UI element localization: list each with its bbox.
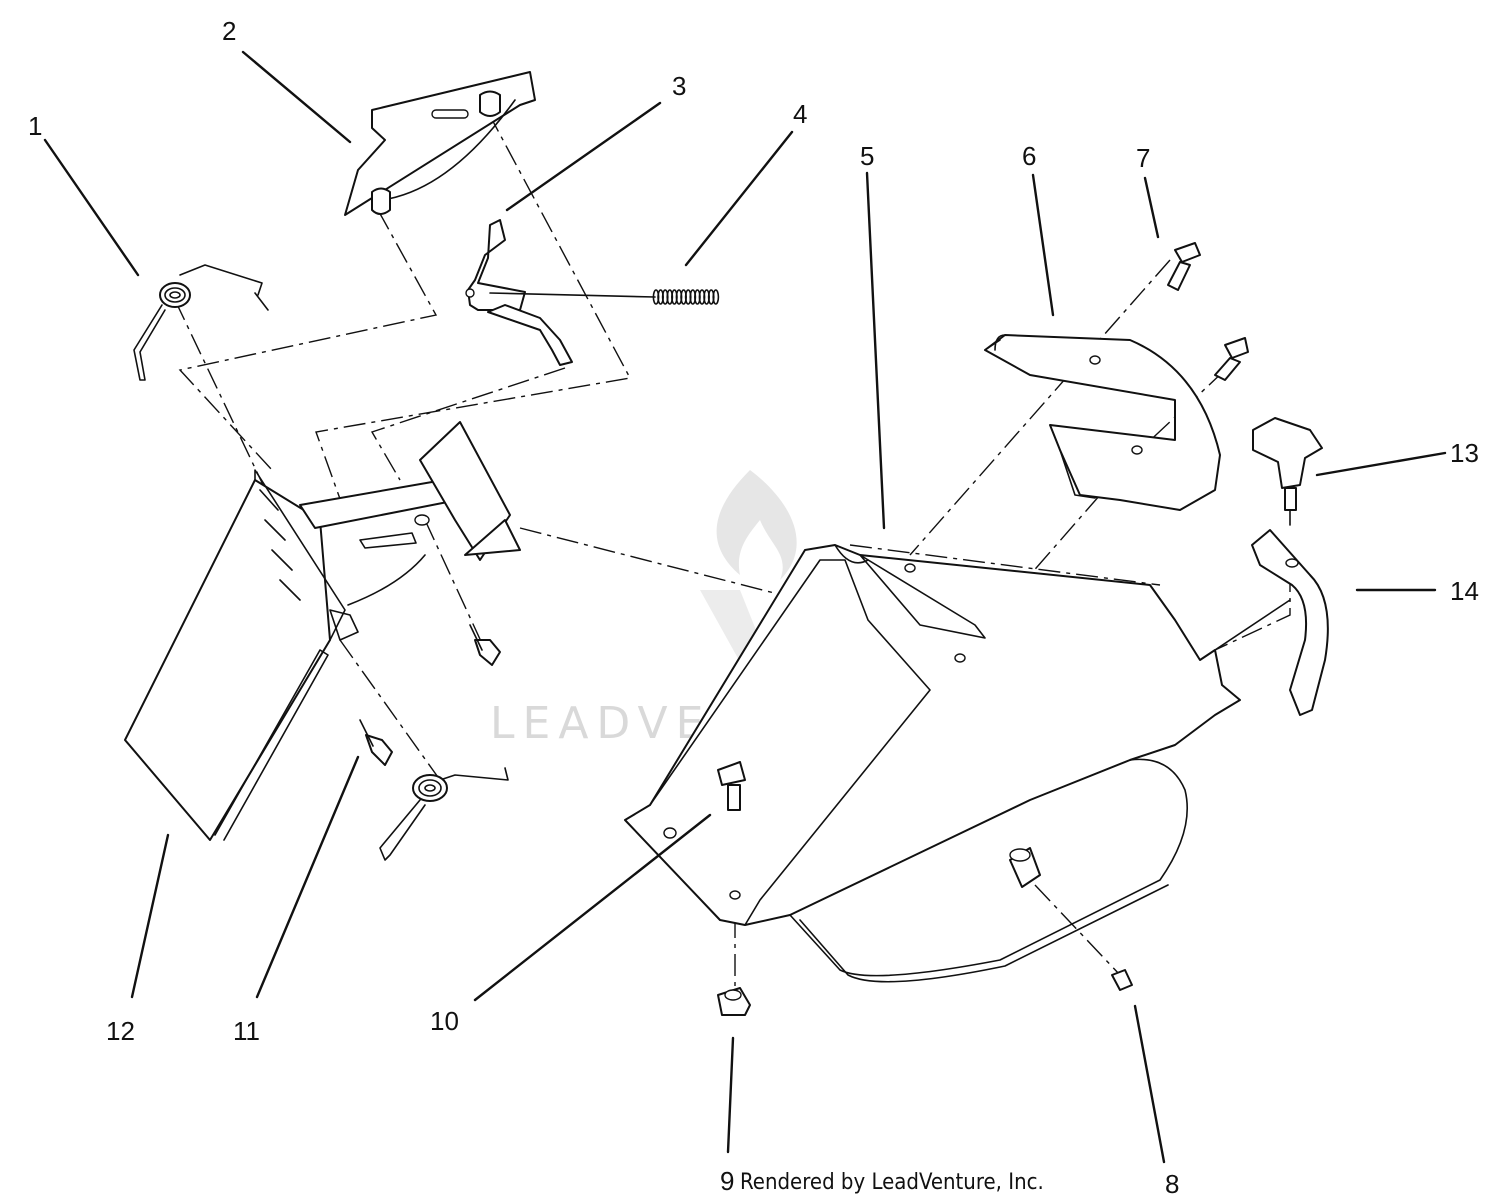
part-2-bracket-plate	[344, 71, 536, 216]
callout-4: 4	[793, 99, 807, 129]
credit-text: Rendered by LeadVenture, Inc.	[740, 1170, 1044, 1195]
callout-9: 9	[720, 1166, 734, 1196]
hinge-arm	[299, 421, 521, 606]
callout-14: 14	[1450, 576, 1479, 606]
callout-8: 8	[1165, 1169, 1179, 1199]
callout-11: 11	[233, 1016, 260, 1046]
part-13-knob	[1252, 417, 1323, 526]
part-1-torsion-spring	[133, 264, 269, 381]
callout-12: 12	[106, 1016, 135, 1046]
part-14-lever	[1251, 529, 1329, 716]
part-4-spring	[489, 289, 720, 305]
callout-10: 10	[430, 1006, 459, 1036]
callout-7: 7	[1136, 143, 1150, 173]
callout-labels: 1 2 3 4 5 6 7 8 9 10 11 12 13 14	[28, 16, 1479, 1199]
leader-lines	[43, 50, 1447, 1164]
flame-logo-icon	[716, 470, 797, 580]
part-9-nut	[717, 987, 751, 1016]
callout-2: 2	[222, 16, 236, 46]
part-10-bolt	[717, 761, 746, 811]
part-1-torsion-spring-lower	[379, 767, 509, 861]
callout-5: 5	[860, 141, 874, 171]
part-8-screw	[1009, 847, 1133, 991]
callout-1: 1	[28, 111, 42, 141]
part-12-chute-door	[124, 469, 359, 841]
part-11-screws	[359, 624, 501, 766]
part-5-chute-housing	[624, 544, 1291, 983]
callout-13: 13	[1450, 438, 1479, 468]
part-7-bolts	[1167, 242, 1249, 381]
part-3-latch-rod	[465, 219, 573, 366]
spring-coil	[712, 289, 720, 305]
callout-6: 6	[1022, 141, 1036, 171]
callout-3: 3	[672, 71, 686, 101]
part-6-bracket	[984, 334, 1221, 511]
